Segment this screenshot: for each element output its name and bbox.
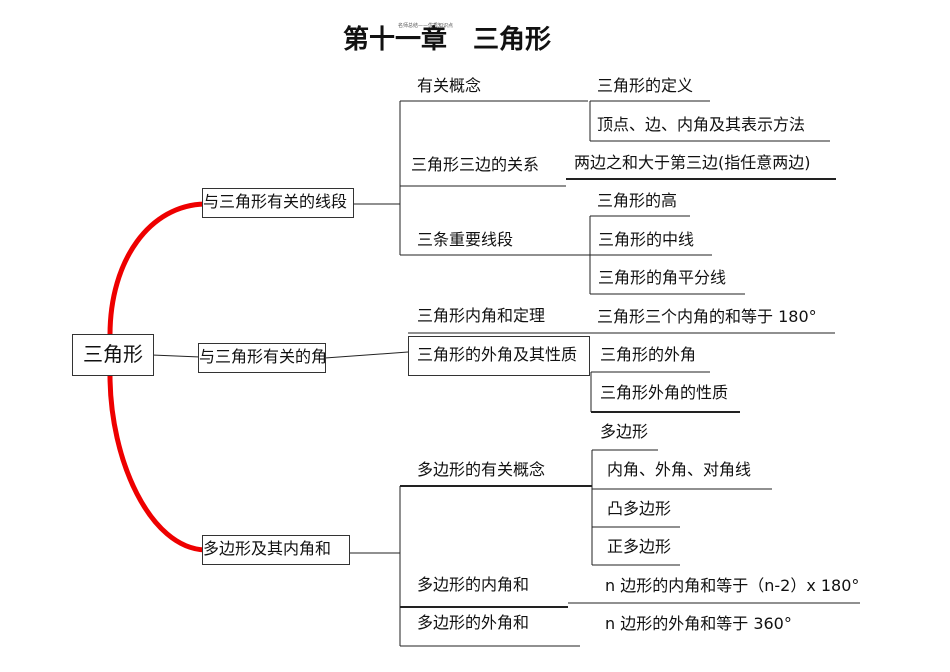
group-box: [408, 336, 590, 376]
leaf-label: 三角形的角平分线: [598, 268, 727, 287]
group-label: 多边形的有关概念: [417, 460, 546, 479]
group-label: 三角形三边的关系: [411, 155, 540, 174]
red-curve-bottom: [107, 374, 206, 553]
branch-node: 多边形及其内角和: [202, 535, 350, 565]
leaf-label: 两边之和大于第三边(指任意两边): [574, 153, 811, 172]
root-label: 三角形: [83, 342, 143, 366]
group-label: 多边形的内角和: [417, 575, 530, 594]
group-label: 三条重要线段: [417, 230, 514, 249]
red-curve-top: [107, 201, 206, 336]
leaf-label: 三角形的高: [597, 191, 678, 210]
branch-node: 与三角形有关的角: [198, 343, 328, 373]
group-label: 多边形的外角和: [417, 613, 530, 632]
leaf-label: 三角形三个内角的和等于 180°: [597, 307, 817, 326]
branch-label: 多边形及其内角和: [203, 539, 332, 558]
group-label: 有关概念: [417, 76, 482, 95]
leaf-label: 三角形的外角: [600, 345, 697, 364]
b2-connector: [324, 351, 409, 359]
page-title: 第十一章 三角形: [343, 25, 552, 55]
group-label: 三角形内角和定理: [417, 306, 546, 325]
leaf-label: 正多边形: [607, 537, 672, 556]
branch-label: 与三角形有关的线段: [203, 192, 348, 211]
branch-node: 与三角形有关的线段: [202, 188, 354, 218]
branch-label: 与三角形有关的角: [199, 347, 328, 366]
leaf-label: 顶点、边、内角及其表示方法: [597, 115, 806, 134]
leaf-label: 内角、外角、对角线: [607, 460, 752, 479]
leaf-label: 三角形的中线: [598, 230, 695, 249]
leaf-label: 三角形外角的性质: [600, 383, 729, 402]
leaf-label: 凸多边形: [607, 499, 672, 518]
header-note: 名师总结——优秀知识点: [398, 23, 454, 29]
root-node: 三角形: [72, 334, 154, 376]
leaf-label: n 边形的外角和等于 360°: [605, 614, 792, 633]
root-to-middle-line: [151, 354, 201, 358]
leaf-label: 多边形: [600, 422, 649, 441]
leaf-label: n 边形的内角和等于（n-2）x 180°: [605, 576, 860, 595]
group-label: 三角形的外角及其性质: [417, 345, 578, 364]
leaf-label: 三角形的定义: [597, 76, 694, 95]
